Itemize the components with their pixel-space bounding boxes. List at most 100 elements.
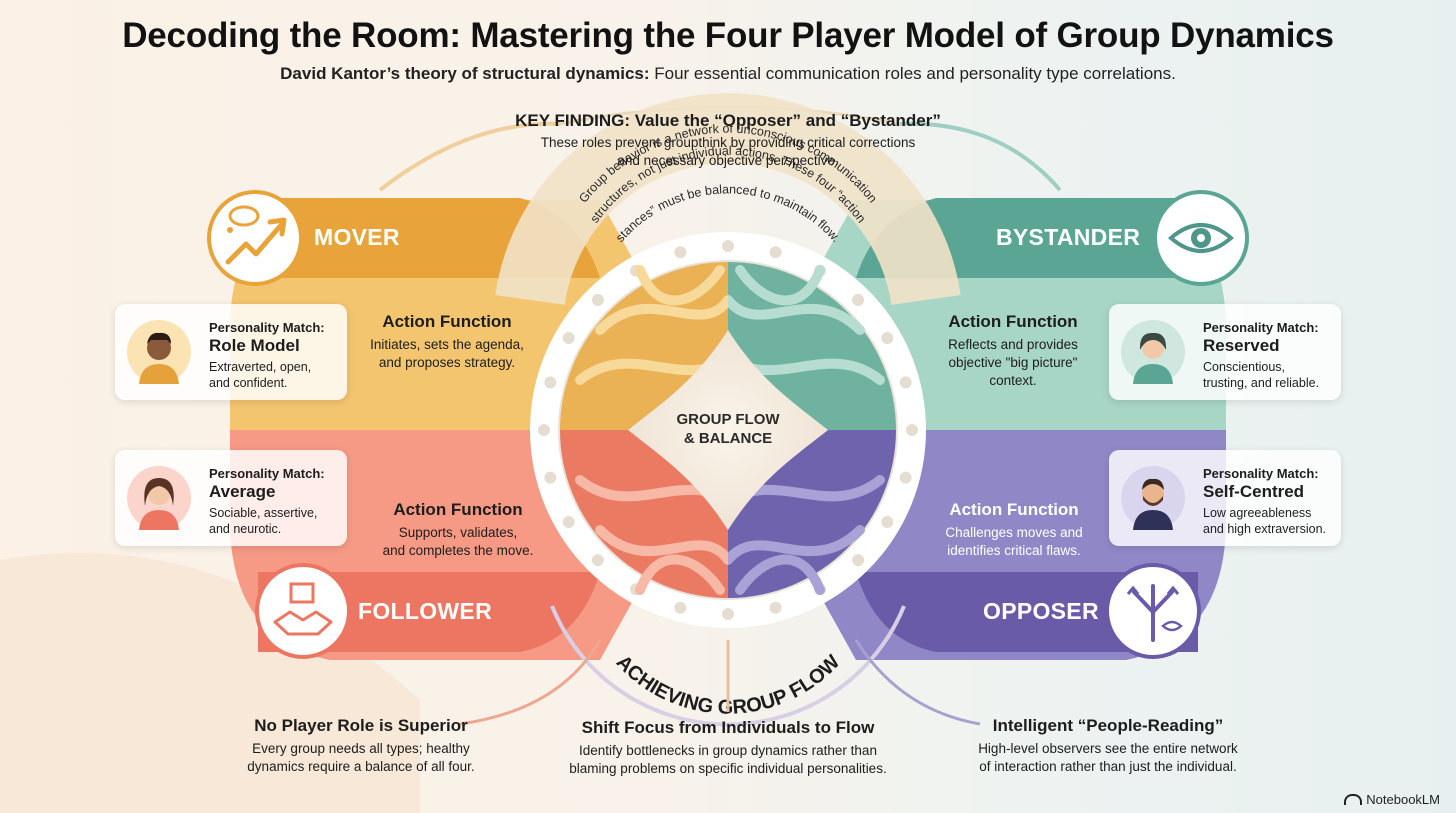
gear-dot: [769, 246, 782, 259]
follower-pm-line2: and neurotic.: [209, 522, 282, 536]
page-subtitle: David Kantor’s theory of structural dyna…: [0, 64, 1456, 84]
gear-dot: [852, 554, 865, 567]
follower-personality-card: Personality Match: Average Sociable, ass…: [115, 450, 347, 546]
bystander-title: BYSTANDER: [996, 224, 1141, 250]
follower-action-function: Action Function Supports, validates, and…: [358, 500, 558, 560]
bystander-pm-name: Reserved: [1203, 336, 1280, 355]
notebooklm-logo-icon: [1344, 794, 1363, 805]
bystander-action-function: Action Function Reflects and provides ob…: [918, 312, 1108, 390]
mover-pm-line2: and confident.: [209, 376, 288, 390]
page-title: Decoding the Room: Mastering the Four Pl…: [122, 16, 1334, 55]
opposer-pm-line2: and high extraversion.: [1203, 522, 1326, 536]
follower-af-line1: Supports, validates,: [398, 525, 518, 540]
key-finding-line1: These roles prevent groupthink by provid…: [540, 135, 916, 150]
bottom-1-line1: Every group needs all types; healthy: [252, 741, 470, 756]
avatar-self-centred: [1121, 466, 1185, 530]
bystander-pm-desc: Conscientious, trusting, and reliable.: [1203, 359, 1337, 391]
bystander-icon-circle: [1153, 190, 1249, 286]
gear-dot: [899, 376, 912, 389]
connector-bottom-left: [459, 639, 602, 726]
thought-growth-arrow-icon: [225, 205, 287, 265]
bg-wash-left: [0, 552, 420, 813]
mover-personality-card: Personality Match: Role Model Extraverte…: [115, 304, 347, 400]
bottom-1-title: No Player Role is Superior: [254, 716, 468, 735]
mover-title: MOVER: [314, 224, 400, 250]
opposer-af-title: Action Function: [949, 500, 1079, 519]
opposer-personality-card: Personality Match: Self-Centred Low agre…: [1109, 450, 1341, 546]
opposer-pm-name: Self-Centred: [1203, 482, 1305, 501]
gear-dot: [544, 376, 557, 389]
gear-dot: [906, 424, 918, 436]
gear-dot: [538, 424, 550, 436]
mover-pm-line1: Extraverted, open,: [209, 360, 312, 374]
gear-dot: [544, 471, 557, 484]
key-finding-line2: and necessary objective perspective.: [617, 153, 839, 168]
follower-af-title: Action Function: [393, 500, 523, 519]
connector-bystander-keyfinding: [899, 121, 1062, 192]
gear-dot: [591, 293, 604, 306]
gear-dot: [899, 471, 912, 484]
center-label: GROUP FLOW & BALANCE: [648, 410, 808, 448]
center-label-line2: & BALANCE: [683, 430, 773, 447]
gear-dot: [674, 246, 687, 259]
bystander-af-line3: context.: [989, 373, 1037, 388]
bottom-point-2: Shift Focus from Individuals to Flow Ide…: [548, 718, 908, 778]
notebooklm-label: NotebookLM: [1366, 792, 1440, 807]
handshake-blocks-icon: [273, 582, 333, 636]
bottom-2-line2: blaming problems on specific individual …: [569, 761, 887, 776]
mover-af-title: Action Function: [382, 312, 512, 331]
connector-bottom-right: [854, 639, 981, 726]
bystander-af-line1: Reflects and provides: [948, 337, 1078, 352]
follower-title: FOLLOWER: [358, 598, 492, 624]
bottom-3-title: Intelligent “People-Reading”: [992, 716, 1224, 735]
gear-dot: [852, 293, 865, 306]
bottom-3-line2: of interaction rather than just the indi…: [979, 759, 1237, 774]
subtitle-rest: Four essential communication roles and p…: [649, 64, 1176, 83]
opposer-af-line1: Challenges moves and: [945, 525, 1083, 540]
mover-pm-desc: Extraverted, open, and confident.: [209, 359, 343, 391]
bystander-af-title: Action Function: [948, 312, 1078, 331]
opposer-af-line2: identifies critical flaws.: [947, 543, 1081, 558]
gear-dot: [562, 332, 575, 344]
center-label-line1: GROUP FLOW: [676, 411, 780, 428]
follower-pm-label: Personality Match:: [209, 466, 325, 481]
avatar-average: [127, 466, 191, 530]
mover-pm-name: Role Model: [209, 336, 300, 355]
bystander-af-line2: objective "big picture": [948, 355, 1078, 370]
opposer-icon-circle: [1105, 563, 1201, 659]
gear-dot: [674, 601, 687, 614]
mover-af-line1: Initiates, sets the agenda,: [370, 337, 524, 352]
gear-dot: [722, 608, 734, 620]
mover-af-line2: and proposes strategy.: [378, 355, 516, 370]
notebooklm-brand: NotebookLM: [1344, 792, 1440, 807]
opposer-pm-desc: Low agreeableness and high extraversion.: [1203, 505, 1337, 537]
gear-dot: [591, 554, 604, 567]
avatar-role-model: [127, 320, 191, 384]
bottom-3-line1: High-level observers see the entire netw…: [978, 741, 1238, 756]
gear-dot: [881, 516, 894, 528]
gear-dot: [562, 516, 575, 528]
bottom-point-1: No Player Role is Superior Every group n…: [206, 716, 516, 776]
follower-pm-name: Average: [209, 482, 276, 501]
bystander-personality-card: Personality Match: Reserved Conscientiou…: [1109, 304, 1341, 400]
gear-dots: [538, 240, 918, 620]
mover-icon-circle: [207, 190, 303, 286]
gear-dot: [881, 332, 894, 344]
opposer-pm-label: Personality Match:: [1203, 466, 1319, 481]
bottom-2-line1: Identify bottlenecks in group dynamics r…: [579, 743, 877, 758]
bystander-pm-line1: Conscientious,: [1203, 360, 1285, 374]
center-star: [628, 330, 828, 530]
gear-dot: [769, 601, 782, 614]
follower-af-line2: and completes the move.: [382, 543, 534, 558]
diverging-arrows-eye-icon: [1126, 584, 1183, 642]
avatar-reserved: [1121, 320, 1185, 384]
bottom-1-line2: dynamics require a balance of all four.: [247, 759, 475, 774]
bottom-2-title: Shift Focus from Individuals to Flow: [581, 718, 875, 737]
subtitle-bold: David Kantor’s theory of structural dyna…: [280, 64, 650, 83]
follower-pm-line1: Sociable, assertive,: [209, 506, 318, 520]
key-finding-title: KEY FINDING: Value the “Opposer” and “By…: [515, 111, 941, 130]
connector-mover-keyfinding: [378, 121, 561, 192]
bystander-pm-line2: trusting, and reliable.: [1203, 376, 1320, 390]
